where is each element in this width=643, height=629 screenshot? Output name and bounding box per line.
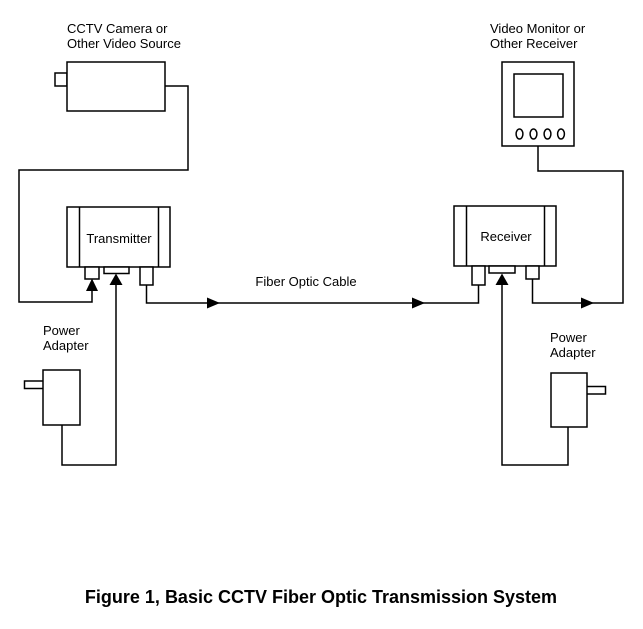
monitor-knob-1 — [515, 128, 524, 140]
transmitter-fiber-out-connector — [139, 266, 154, 286]
monitor-label-line2: Other Receiver — [490, 36, 578, 51]
power-adapter-left-label-line2: Adapter — [43, 338, 89, 353]
monitor-video-wire — [531, 146, 624, 304]
power-wire-right — [501, 285, 569, 466]
fiber-arrow-right-icon-2 — [412, 297, 425, 309]
power-adapter-right-body — [550, 372, 588, 428]
camera-video-wire — [18, 85, 189, 303]
monitor-screen — [513, 73, 564, 118]
receiver-fiber-in-connector — [471, 265, 486, 286]
camera-label-line2: Other Video Source — [67, 36, 181, 51]
power-adapter-left-plug-prong — [23, 380, 43, 390]
power-adapter-right-label-line1: Power — [550, 330, 588, 345]
monitor-video-arrow-right-icon — [581, 297, 594, 309]
power-wire-left — [61, 285, 117, 466]
monitor-knob-2 — [529, 128, 538, 140]
monitor-knob-4 — [556, 128, 566, 140]
receiver-video-out-connector — [525, 265, 540, 280]
transmitter-video-in-connector — [84, 266, 100, 280]
fiber-arrow-right-icon-1 — [207, 297, 220, 309]
cctv-camera — [54, 61, 166, 112]
power-adapter-left-label-line1: Power — [43, 323, 81, 338]
camera-label-line1: CCTV Camera or — [67, 21, 168, 36]
monitor-knob-3 — [543, 128, 552, 140]
receiver-power-connector — [488, 265, 516, 274]
power-adapter-left-body — [42, 369, 81, 426]
power-adapter-left — [23, 369, 81, 426]
power-right-arrow-up-icon — [495, 273, 509, 285]
camera-video-arrow-up-icon — [86, 278, 98, 291]
power-adapter-right — [550, 372, 607, 428]
power-adapter-right-label-line2: Adapter — [550, 345, 596, 360]
power-adapter-right-plug-prong — [587, 385, 607, 395]
video-monitor — [501, 61, 575, 147]
power-left-arrow-up-icon — [109, 273, 123, 285]
transmitter-power-connector — [103, 266, 130, 275]
camera-body — [66, 61, 166, 112]
figure-caption: Figure 1, Basic CCTV Fiber Optic Transmi… — [85, 587, 557, 607]
receiver-unit — [453, 205, 557, 286]
transmitter-label: Transmitter — [86, 231, 152, 246]
camera-lens — [54, 72, 68, 87]
fiber-optic-cable-wire — [145, 285, 480, 304]
transmitter-unit — [66, 206, 171, 286]
receiver-label: Receiver — [480, 229, 532, 244]
monitor-label-line1: Video Monitor or — [490, 21, 586, 36]
fiber-cable-label: Fiber Optic Cable — [255, 274, 356, 289]
